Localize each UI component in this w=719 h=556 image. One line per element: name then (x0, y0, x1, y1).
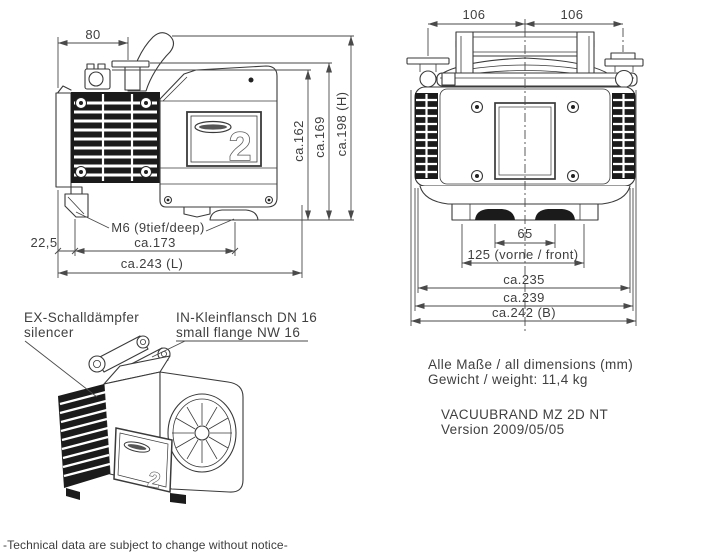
note-dimensions: Alle Maße / all dimensions (mm) (428, 357, 633, 372)
carry-handle (455, 31, 595, 77)
silencer (84, 63, 111, 90)
dim-ca243: ca.243 (L) (121, 256, 184, 271)
inlet-flange (111, 60, 150, 91)
dim-80: 80 (85, 27, 100, 42)
iso-labels: EX-Schalldämpfer silencer IN-Kleinflansc… (24, 310, 317, 398)
label-m6: M6 (9tief/deep) (111, 220, 204, 235)
front-view-dimension-labels: 106 106 65 125 (vorne / front) ca.235 ca… (463, 7, 584, 320)
dim-ca239: ca.239 (503, 290, 544, 305)
label-ex-silencer-de: EX-Schalldämpfer (24, 310, 139, 325)
vacuubrand-logo (194, 120, 232, 134)
cooling-fins (71, 92, 160, 183)
dim-125-front: 125 (vorne / front) (468, 247, 579, 262)
feet (64, 186, 259, 221)
footer-disclaimer: -Technical data are subject to change wi… (3, 538, 288, 552)
dim-ca242: ca.242 (B) (492, 305, 556, 320)
label-in-flange-en: small flange NW 16 (176, 325, 300, 340)
note-weight: Gewicht / weight: 11,4 kg (428, 372, 588, 387)
leader-ex (24, 340, 98, 398)
side-view: 2 (55, 32, 278, 221)
dim-ca169: ca.169 (312, 116, 327, 157)
iso-view: 2 (58, 335, 244, 504)
note-version: Version 2009/05/05 (441, 422, 565, 437)
iso-cooling-fins (58, 384, 111, 488)
label-in-flange-de: IN-Kleinflansch DN 16 (176, 310, 317, 325)
dim-106-left: 106 (463, 7, 486, 22)
dim-65: 65 (517, 226, 532, 241)
small-flange-left (406, 57, 456, 88)
side-view-dimensions (54, 35, 354, 278)
rubber-foot (209, 209, 259, 221)
rubber-foot-right (535, 209, 575, 220)
dim-ca162: ca.162 (291, 120, 306, 161)
iso-model-badge: 2 (146, 468, 162, 493)
rubber-foot-left (475, 209, 515, 220)
iso-fan (159, 371, 244, 493)
iso-label-plate: 2 (113, 427, 173, 493)
label-ex-silencer-en: silencer (24, 325, 74, 340)
dim-106-right: 106 (561, 7, 584, 22)
model-badge: 2 (229, 125, 251, 169)
connection-tube (436, 72, 638, 87)
label-plate: 2 (186, 111, 262, 170)
front-view-dimensions (410, 19, 637, 333)
leader-in (151, 340, 186, 358)
side-fins-right (612, 93, 635, 179)
notes-block: Alle Maße / all dimensions (mm) Gewicht … (428, 357, 633, 437)
dim-ca235: ca.235 (503, 272, 544, 287)
dim-ca198: ca.198 (H) (334, 92, 349, 157)
side-fins-left (415, 93, 438, 179)
dim-22-5: 22,5 (31, 235, 58, 250)
grille-screws (75, 97, 152, 178)
dim-ca173: ca.173 (134, 235, 175, 250)
note-model: VACUUBRAND MZ 2D NT (441, 407, 608, 422)
outlet-port-right (604, 52, 644, 89)
side-view-dimension-labels: 80 ca.162 ca.169 ca.198 (H) 22,5 ca.173 … (31, 27, 349, 271)
left-end-plate (55, 85, 72, 188)
